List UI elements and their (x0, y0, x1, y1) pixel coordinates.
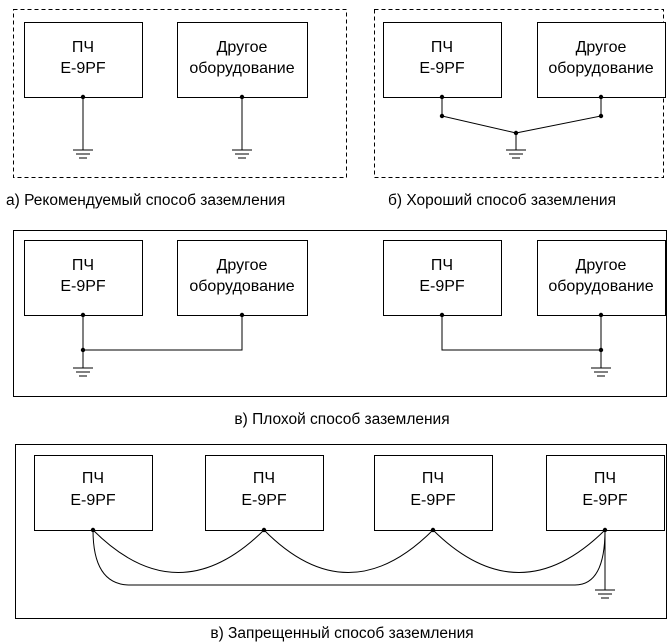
panel-good: ПЧ E-9PF Другое оборудование (374, 9, 666, 178)
drive-box-d4 (546, 455, 665, 531)
drive-label-line1: ПЧ (594, 470, 616, 487)
other-equipment-box-b (537, 22, 666, 98)
panel-d-frame (15, 444, 667, 619)
drive-box-d2 (205, 455, 324, 531)
other-equipment-box-c1 (177, 240, 308, 316)
drive-label-line2: E-9PF (60, 60, 106, 77)
panel-recommended: ПЧ E-9PF Другое оборудование (13, 9, 347, 178)
drive-label-line1: ПЧ (72, 39, 94, 56)
drive-label-line2: E-9PF (419, 60, 465, 77)
panel-forbidden: ПЧ E-9PF ПЧ E-9PF ПЧ E-9PF ПЧ E-9PF (15, 444, 667, 619)
other-label-line1: Другое (576, 257, 627, 274)
ground-symbol (73, 367, 93, 377)
drive-box-b (383, 22, 502, 98)
drive-label-line1: ПЧ (431, 257, 453, 274)
other-label-line1: Другое (217, 39, 268, 56)
other-label-line2: оборудование (548, 278, 653, 295)
other-equipment-box-a (177, 22, 308, 98)
caption-recommended: а) Рекомендуемый способ заземления (6, 192, 285, 209)
ground-symbol (232, 149, 252, 159)
other-equipment-box-c2 (537, 240, 666, 316)
caption-forbidden: в) Запрещенный способ заземления (210, 625, 473, 642)
drive-label-line2: E-9PF (410, 492, 456, 509)
ground-symbol (595, 589, 615, 599)
panel-bad: ПЧ E-9PF Другое оборудование ПЧ E-9PF Др… (13, 230, 667, 397)
drive-box-d1 (34, 455, 153, 531)
ground-symbol (591, 367, 611, 377)
panel-c-frame (13, 230, 667, 397)
drive-label-line2: E-9PF (582, 492, 628, 509)
other-label-line1: Другое (576, 39, 627, 56)
other-label-line2: оборудование (189, 278, 294, 295)
drive-label-line1: ПЧ (72, 257, 94, 274)
drive-box-d3 (374, 455, 493, 531)
drive-label-line1: ПЧ (82, 470, 104, 487)
drive-label-line1: ПЧ (422, 470, 444, 487)
caption-bad: в) Плохой способ заземления (234, 411, 449, 428)
other-label-line2: оборудование (189, 60, 294, 77)
drive-label-line2: E-9PF (70, 492, 116, 509)
drive-label-line2: E-9PF (419, 278, 465, 295)
ground-symbol (73, 149, 93, 159)
drive-label-line2: E-9PF (60, 278, 106, 295)
ground-symbol (506, 149, 526, 159)
other-label-line1: Другое (217, 257, 268, 274)
drive-label-line1: ПЧ (431, 39, 453, 56)
caption-good: б) Хороший способ заземления (388, 192, 616, 209)
drive-label-line1: ПЧ (253, 470, 275, 487)
other-label-line2: оборудование (548, 60, 653, 77)
panel-a-frame (13, 9, 347, 178)
drive-label-line2: E-9PF (241, 492, 287, 509)
drive-box-c2 (383, 240, 502, 316)
